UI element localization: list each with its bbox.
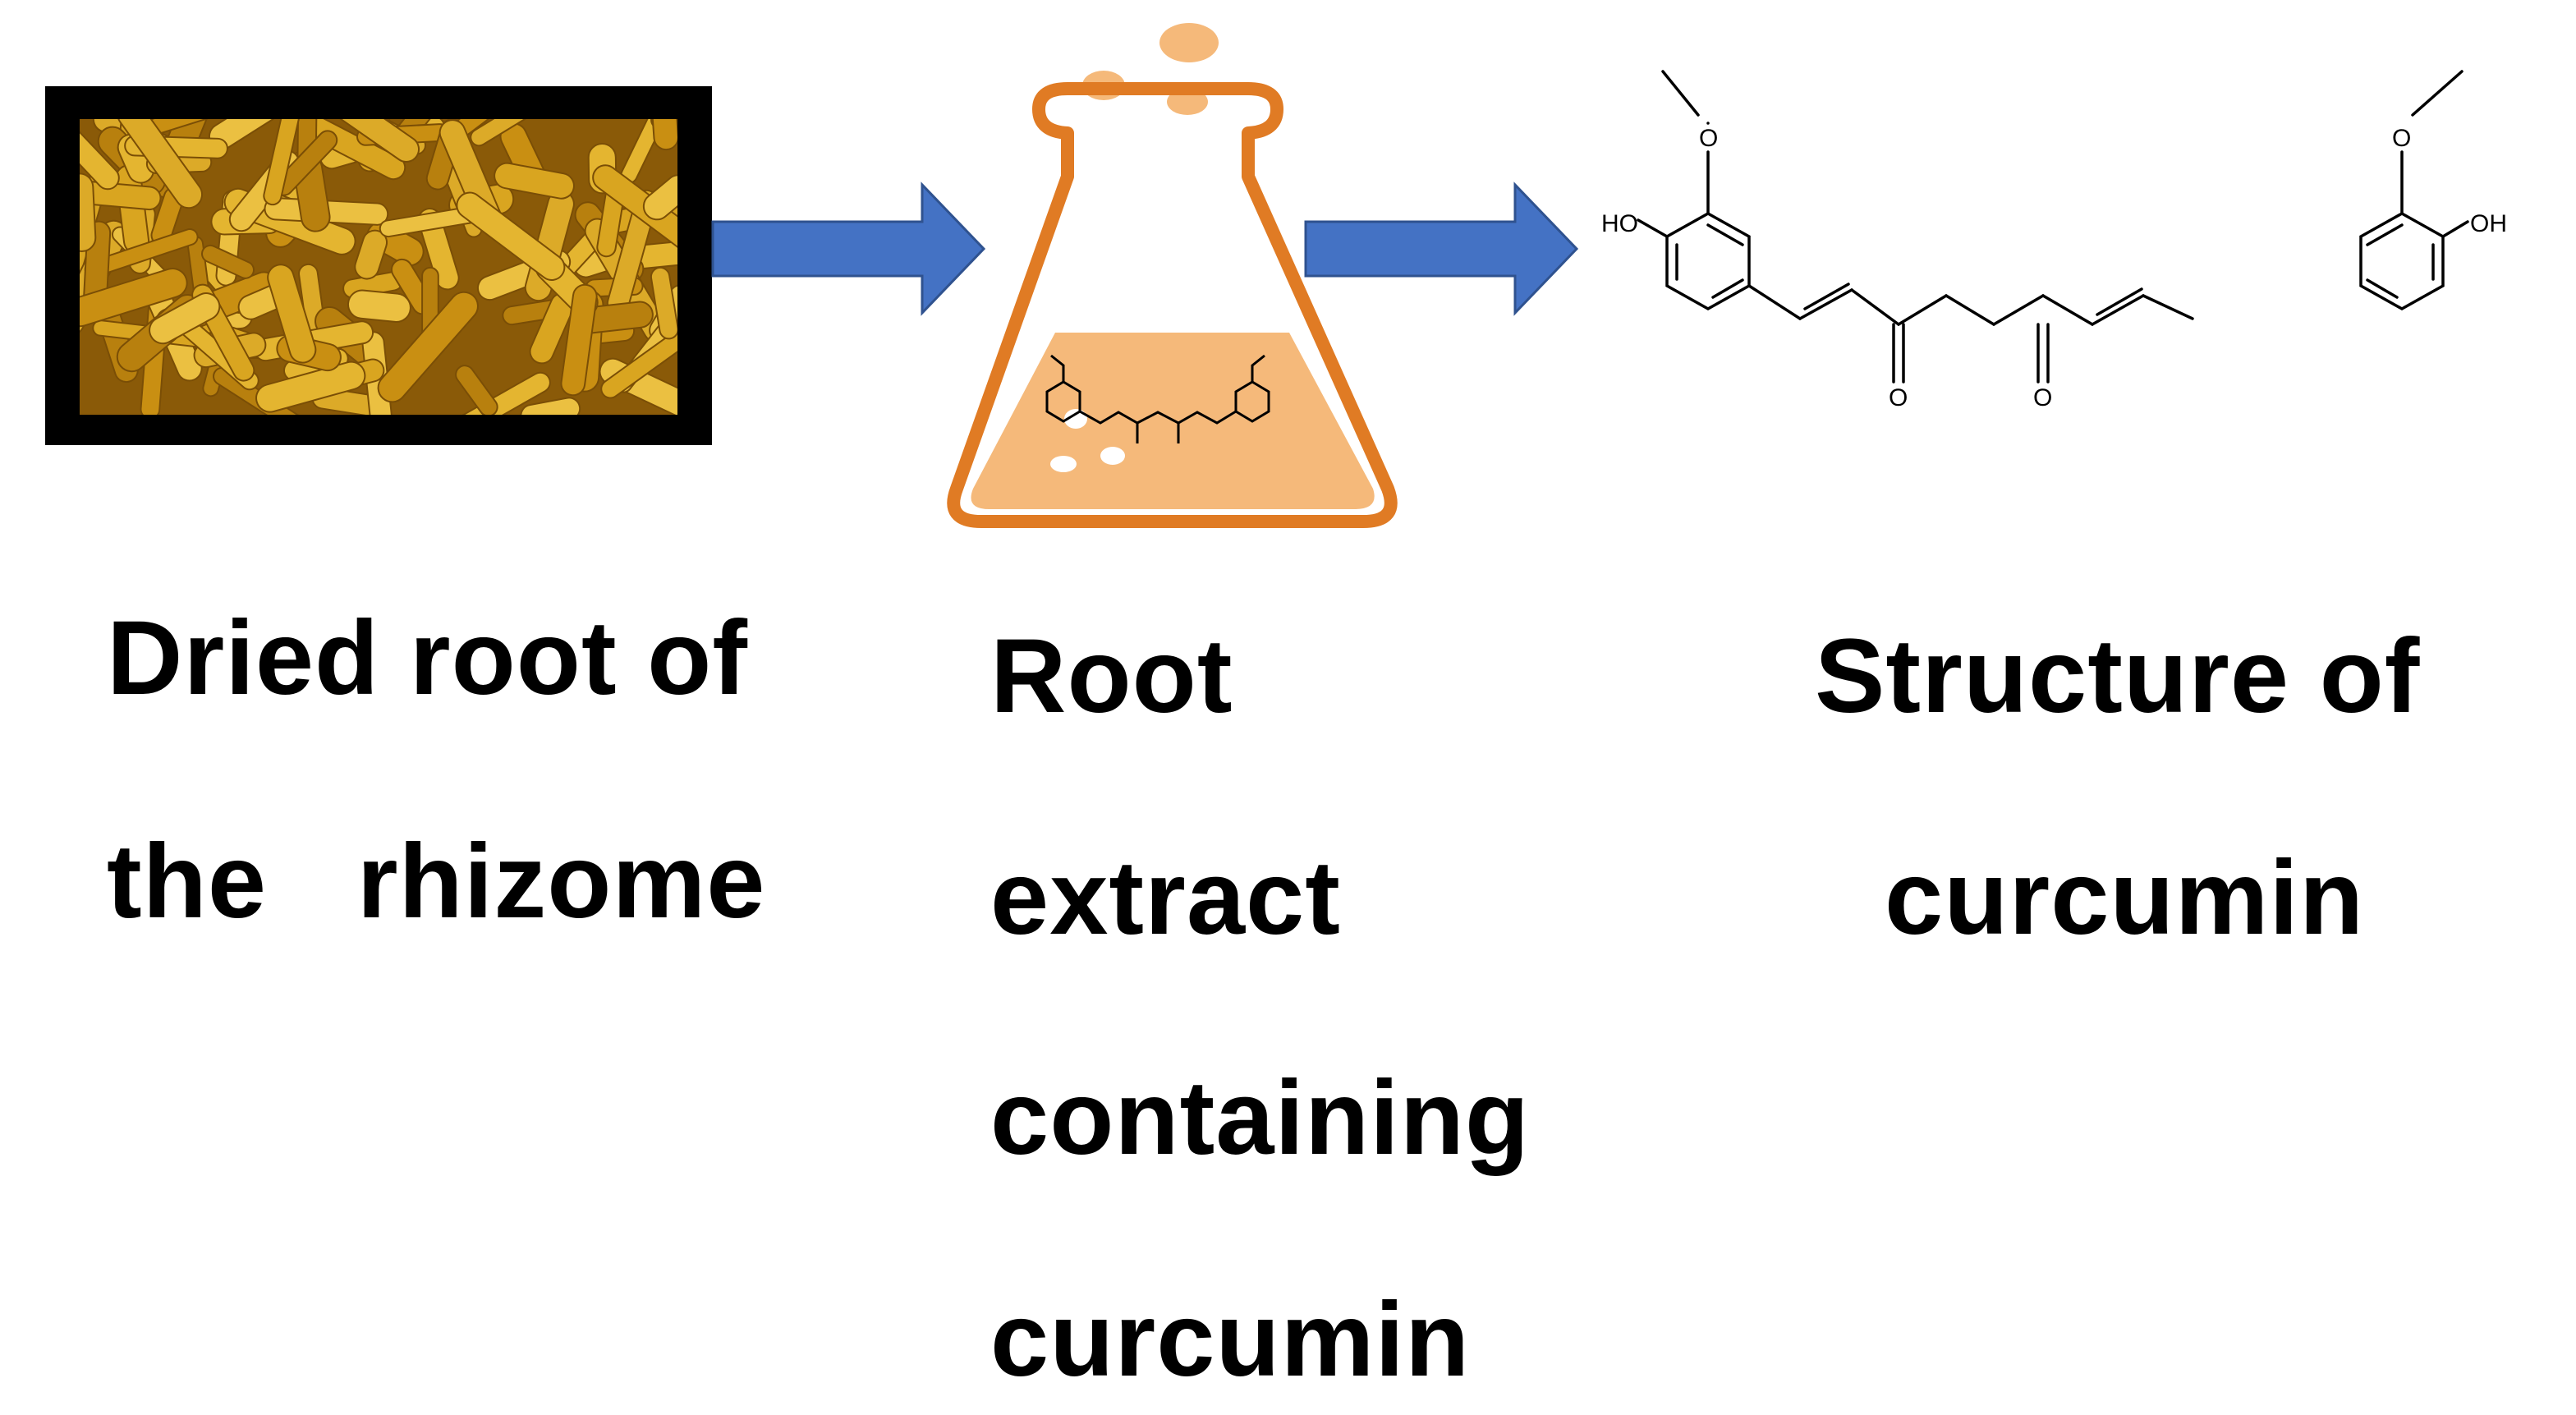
hydroxyl-right-label: OH (2470, 210, 2507, 237)
structure-caption-line-1: Structure of (1815, 618, 2421, 735)
extract-caption-line-4: curcumin (990, 1281, 1471, 1399)
rhizome-photo-frame (45, 86, 712, 445)
extract-caption-line-2: extract (990, 839, 1341, 957)
rhizome-caption-line-1: Dried root of (107, 600, 748, 717)
erlenmeyer-flask-icon (947, 23, 1398, 528)
curcumin-structure: HO OH O O O O (1601, 70, 2507, 411)
right-benzene-ring (2359, 211, 2445, 311)
methoxy-left-label: O (1699, 125, 1718, 152)
rhizome-caption-line-2: the rhizome (107, 823, 766, 940)
methoxy-right-label: O (2392, 125, 2411, 152)
right-arrow-icon (711, 181, 986, 316)
rhizome-photo (80, 119, 677, 415)
carbonyl-right-label: O (2033, 384, 2052, 411)
extract-caption-line-1: Root (990, 618, 1233, 735)
structure-caption-line-2: curcumin (1885, 839, 2365, 957)
hydroxyl-left-label: HO (1601, 210, 1638, 237)
carbonyl-left-label: O (1889, 384, 1908, 411)
right-arrow-icon (1304, 181, 1579, 316)
left-benzene-ring (1665, 211, 1751, 311)
mini-curcumin-structure (1045, 354, 1270, 443)
extract-caption-line-3: containing (990, 1059, 1531, 1177)
